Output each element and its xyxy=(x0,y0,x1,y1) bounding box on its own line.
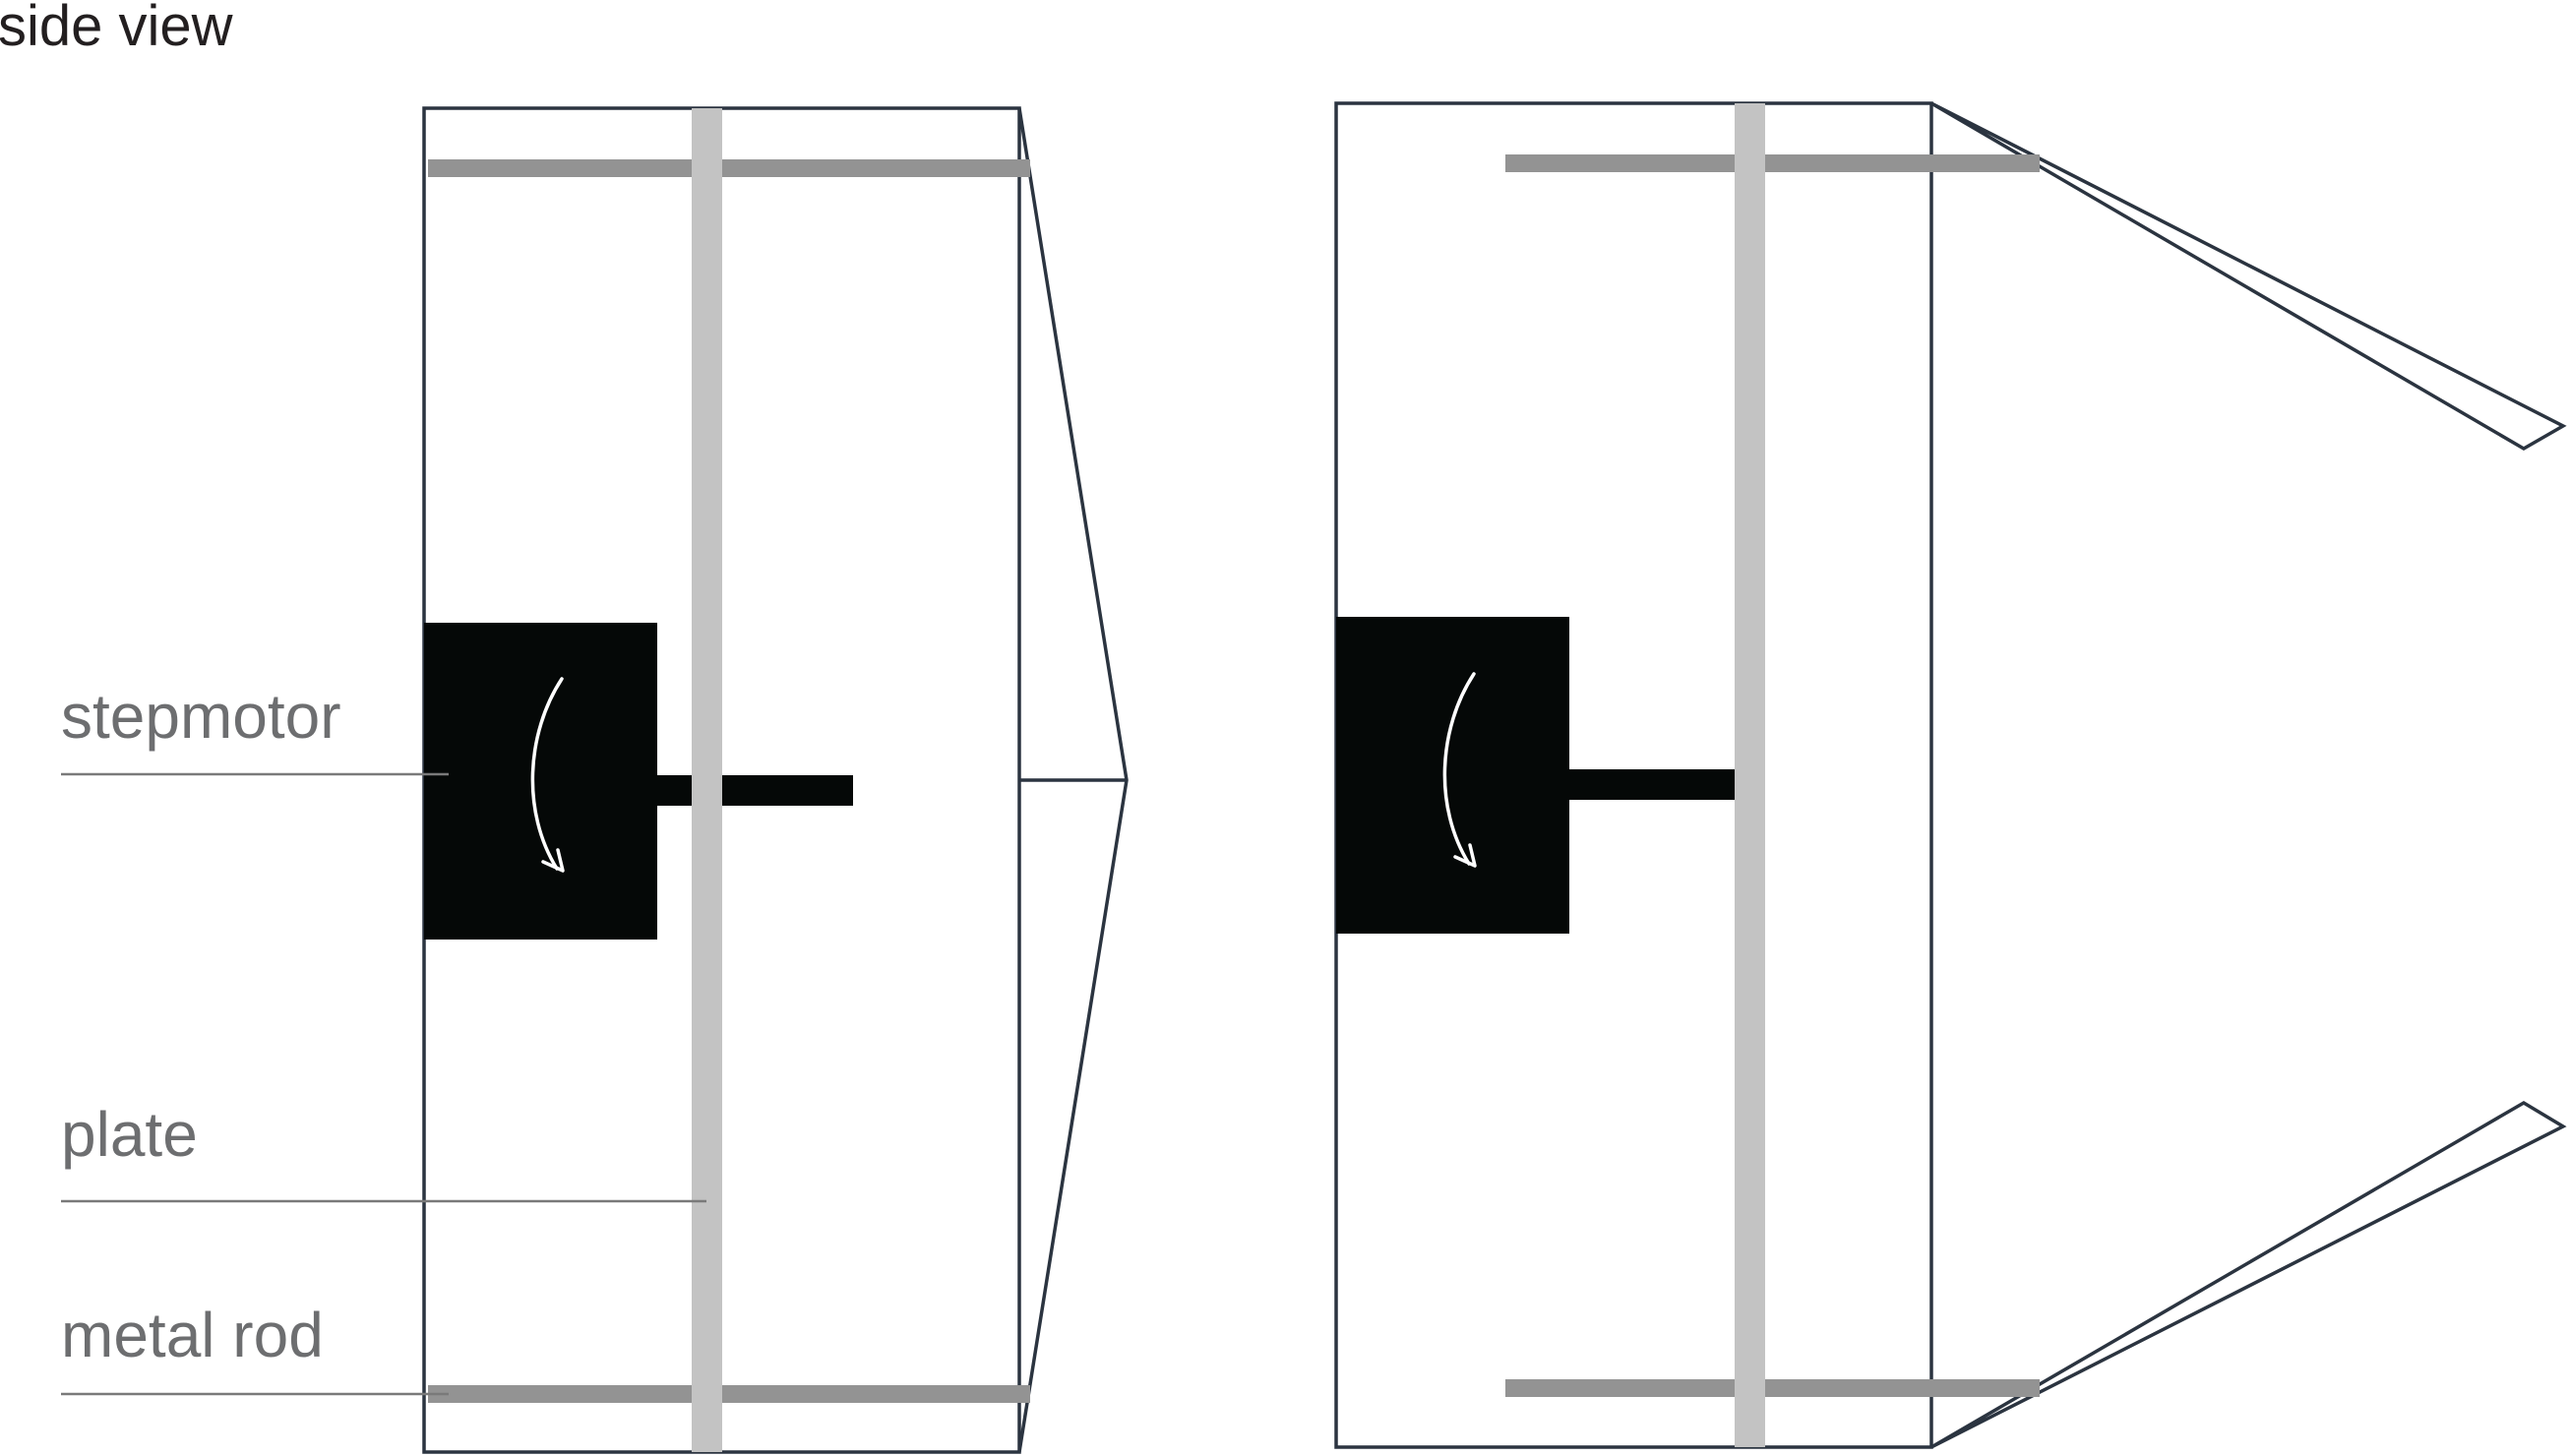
label-stepmotor: stepmotor xyxy=(61,681,449,776)
stepmotor-open xyxy=(1336,617,1569,934)
panel-open xyxy=(1334,101,2567,1449)
lid-flap-upper-open xyxy=(1930,101,2567,452)
metal-rod-bottom-closed xyxy=(428,1385,1030,1403)
rotation-arrow-icon xyxy=(1442,672,1477,868)
lid-flap-lower-open xyxy=(1930,1100,2567,1449)
label-plate: plate xyxy=(61,1099,706,1203)
shaft-left-closed xyxy=(657,775,692,806)
rotation-arrow-icon xyxy=(530,677,565,873)
label-plate-text: plate xyxy=(61,1099,198,1170)
diagram-title: side view xyxy=(0,0,234,58)
panel-closed xyxy=(422,106,1129,1454)
metal-rod-bottom-open xyxy=(1505,1379,2040,1397)
stepmotor-closed xyxy=(424,623,657,940)
metal-rod-top-closed xyxy=(428,159,1030,177)
label-metal-rod: metal rod xyxy=(61,1300,449,1396)
metal-rod-top-open xyxy=(1505,154,2040,172)
label-stepmotor-text: stepmotor xyxy=(61,681,341,752)
shaft-right-closed xyxy=(722,775,853,806)
plate-open xyxy=(1735,103,1765,1447)
label-metal-rod-text: metal rod xyxy=(61,1300,324,1370)
shaft-open xyxy=(1569,769,1735,800)
plate-closed xyxy=(692,108,722,1452)
